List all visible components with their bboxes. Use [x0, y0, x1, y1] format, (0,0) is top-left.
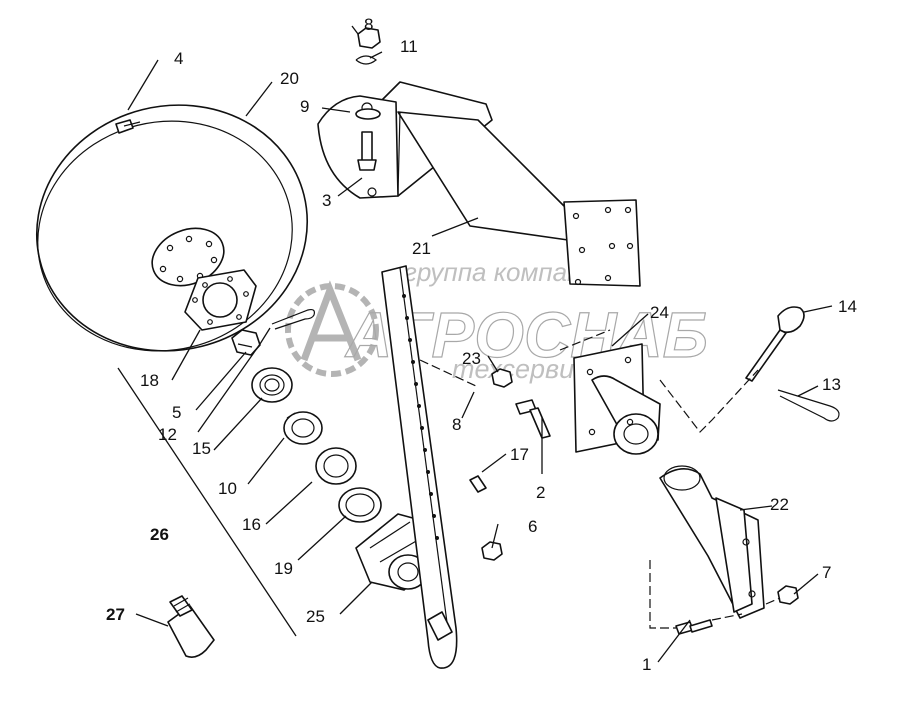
callout-1: 1 — [642, 655, 651, 674]
upper-bracket — [317, 81, 641, 287]
hub-housing — [355, 513, 429, 591]
callout-8-mid: 8 — [452, 415, 461, 434]
callout-4: 4 — [174, 49, 183, 68]
seal-ring — [338, 487, 382, 523]
mounting-arm — [381, 265, 458, 669]
callout-14: 14 — [838, 297, 857, 316]
assembly-lines — [419, 329, 781, 629]
callout-25: 25 — [306, 607, 325, 626]
callout-22: 22 — [770, 495, 789, 514]
leader-lines — [117, 25, 833, 663]
watermark-line-3: техсервис — [452, 354, 588, 384]
grease-fitting — [167, 595, 215, 658]
callout-16: 16 — [242, 515, 261, 534]
callout-20: 20 — [280, 69, 299, 88]
callout-12: 12 — [158, 425, 177, 444]
circlip — [283, 411, 323, 445]
callout-10: 10 — [218, 479, 237, 498]
spring-washer — [355, 55, 377, 65]
grease-nipple-bottom — [427, 611, 453, 641]
callout-3: 3 — [322, 191, 331, 210]
callout-9: 9 — [300, 97, 309, 116]
disc-bolt — [115, 119, 141, 134]
castle-nut — [231, 329, 261, 356]
callout-5: 5 — [172, 403, 181, 422]
hub-flange — [184, 269, 257, 331]
small-nut — [491, 368, 513, 388]
callout-11: 11 — [400, 37, 418, 56]
pivot-bracket — [573, 343, 661, 455]
grease-nipple — [469, 475, 487, 493]
callout-13: 13 — [822, 375, 841, 394]
watermark: группа компаний АГРОСНАБ техсервис — [285, 257, 709, 384]
callout-7: 7 — [822, 563, 831, 582]
fork-nut — [777, 585, 799, 605]
callout-18: 18 — [140, 371, 159, 390]
hub-nut — [481, 541, 503, 561]
callout-17: 17 — [510, 445, 529, 464]
callout-21: 21 — [412, 239, 431, 258]
callout-27: 27 — [106, 605, 125, 624]
callout-6: 6 — [528, 517, 537, 536]
fork-yoke — [659, 465, 765, 619]
mount-bolt — [515, 399, 551, 439]
callout-15: 15 — [192, 439, 211, 458]
callout-24: 24 — [650, 303, 669, 322]
callout-19: 19 — [274, 559, 293, 578]
top-nut — [357, 27, 381, 49]
bearing-inner — [315, 447, 357, 485]
callout-26: 26 — [150, 525, 169, 544]
callout-8-top: 8 — [364, 15, 373, 34]
disc-blade — [35, 104, 309, 352]
bearing-outer — [251, 367, 293, 403]
disc-bolt-holes — [159, 235, 218, 283]
callout-23: 23 — [462, 349, 481, 368]
callout-2: 2 — [536, 483, 545, 502]
lock-pin — [745, 306, 805, 382]
callout-labels: 1 2 3 4 5 6 7 8 8 9 10 11 12 13 14 15 16… — [106, 15, 857, 674]
cotter-pin — [271, 308, 315, 330]
watermark-logo-emblem — [285, 280, 379, 377]
hair-pin-clip — [777, 389, 840, 422]
bracket-bolt — [355, 108, 381, 171]
